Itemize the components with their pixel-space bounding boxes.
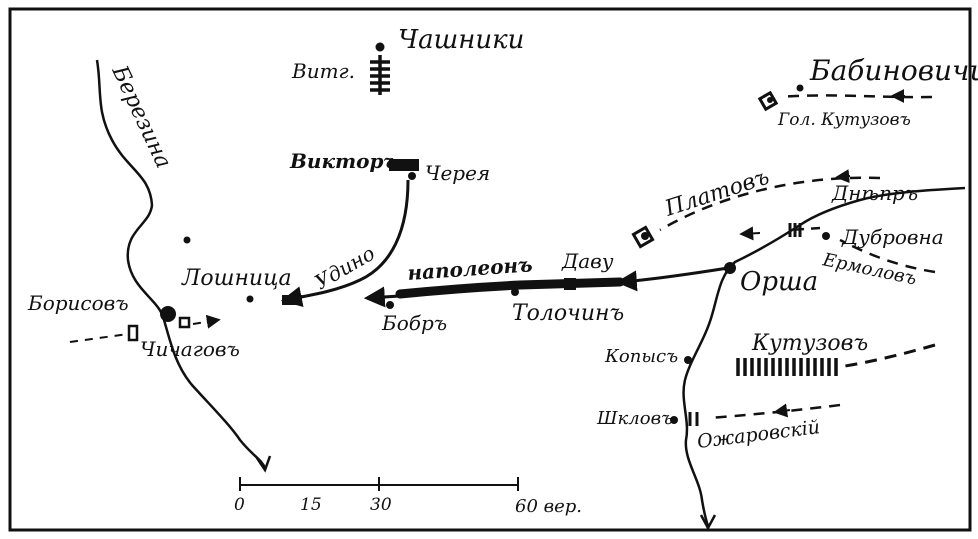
chichagov-unit-symbol xyxy=(127,316,191,342)
oudinot-unit-symbol xyxy=(282,295,302,305)
label-gol-kutuzov: Гол. Кутузовъ xyxy=(777,110,911,130)
town-chashniki-dot xyxy=(375,42,385,52)
label-chashniki: Чашники xyxy=(398,25,524,55)
chichagov-route-2 xyxy=(192,314,221,329)
platov-unit-symbol xyxy=(631,225,655,249)
label-dubrovna: Дубровна xyxy=(841,225,944,249)
ozharovsky-arrow xyxy=(773,403,791,418)
scale-label-15: 15 xyxy=(300,495,322,515)
label-ozharovsky: Ожаровскій xyxy=(696,416,821,453)
oudinot-route xyxy=(280,179,410,308)
label-napoleon: наполеонъ xyxy=(407,252,534,285)
label-davu: Даву xyxy=(561,249,614,273)
berezina-arrow xyxy=(255,455,272,473)
label-platov: Платовъ xyxy=(661,165,772,222)
town-dot-loshnitsa-north xyxy=(183,236,191,244)
dnieper-arrow xyxy=(699,514,717,531)
victor-unit-symbol xyxy=(389,159,419,171)
yermolov-route xyxy=(839,238,936,274)
town-chereya-dot xyxy=(408,172,416,180)
town-kopys-dot xyxy=(684,356,692,364)
label-viktor: Викторъ xyxy=(289,149,398,173)
town-orsha-dot xyxy=(724,262,736,274)
davout-unit-symbol xyxy=(564,278,576,290)
label-vitg: Витг. xyxy=(291,59,355,83)
scale-label-0: 0 xyxy=(234,495,245,515)
town-loshnitsa-dot xyxy=(246,295,254,303)
gol-kutuzov-unit-symbol xyxy=(757,90,779,112)
ozharovsky-route xyxy=(709,403,841,420)
scale-label-30: 30 xyxy=(370,495,392,515)
town-shklov-dot xyxy=(670,416,678,424)
label-shklov: Шкловъ xyxy=(596,408,673,429)
scale-bar xyxy=(239,477,519,491)
kutuzov-route xyxy=(844,343,936,368)
platov-route xyxy=(659,176,881,232)
label-kopys: Копысъ xyxy=(604,346,678,367)
main-army-arrow xyxy=(363,286,401,308)
ozharovsky-unit-symbol xyxy=(688,412,699,426)
platov-arrow xyxy=(835,169,851,184)
wittgenstein-unit-symbol xyxy=(370,55,390,95)
label-kutuzov: Кутузовъ xyxy=(751,331,868,356)
main-army-route xyxy=(395,277,625,299)
label-chichagov: Чичаговъ xyxy=(140,337,240,361)
label-tolochin: Толочинъ xyxy=(512,301,624,326)
town-tolochin-dot xyxy=(511,288,519,296)
label-ermolov: Ермоловъ xyxy=(820,249,918,290)
scale-label-60: 60 вер. xyxy=(515,496,582,517)
yermolov-arrow xyxy=(739,226,761,241)
yermolov-unit-symbol xyxy=(788,223,802,237)
town-babinovichi-dot xyxy=(796,84,804,92)
berezina-river xyxy=(95,59,267,469)
label-chereya: Черея xyxy=(425,161,490,185)
kutuzov-unit-symbol xyxy=(736,358,838,376)
label-bobr: Бобръ xyxy=(381,311,447,335)
label-dnepr: Днѣпръ xyxy=(831,181,918,205)
town-borisov-dot xyxy=(160,306,176,322)
label-babinovichi: Бабиновичи xyxy=(809,54,978,87)
chichagov-route xyxy=(69,333,129,343)
label-orsha: Орша xyxy=(740,267,818,297)
gol-kutuzov-route xyxy=(779,94,933,99)
label-loshnitsa: Лошница xyxy=(181,266,292,291)
orsha-route xyxy=(615,266,729,292)
town-dubrovna-dot xyxy=(822,232,830,240)
label-borisov: Борисовъ xyxy=(27,291,129,315)
label-berezina: Березина xyxy=(106,61,176,172)
map-frame xyxy=(8,7,972,532)
town-bobr-dot xyxy=(386,301,394,309)
dnieper-river xyxy=(682,186,966,527)
yermolov-unit-route xyxy=(789,226,821,232)
